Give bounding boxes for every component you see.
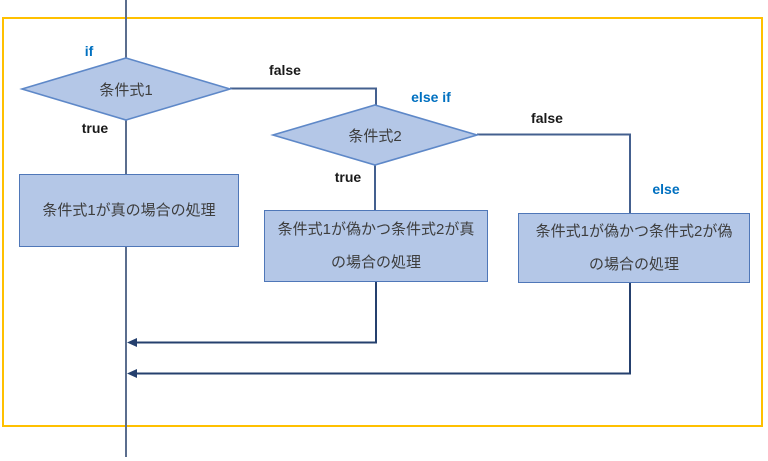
- process-elseif-box: 条件式1が偽かつ条件式2が真 の場合の処理: [264, 210, 488, 282]
- decision1-label: 条件式1: [99, 81, 153, 99]
- merge-connector-2: [130, 283, 631, 375]
- process-else-text-line1: 条件式1が偽かつ条件式2が偽: [535, 223, 733, 240]
- merge-arrowhead-2: [127, 369, 137, 378]
- false2-label: false: [531, 110, 563, 126]
- true2-label: true: [334, 169, 362, 185]
- true1-label: true: [81, 120, 109, 136]
- process-true-text: 条件式1が真の場合の処理: [42, 202, 216, 219]
- outer-frame: [2, 17, 763, 427]
- process-elseif-text-line1: 条件式1が偽かつ条件式2が真: [277, 221, 475, 238]
- process-true-box: 条件式1が真の場合の処理: [19, 174, 239, 247]
- if-label: if: [84, 43, 94, 59]
- false1-connector: [230, 87, 377, 107]
- false2-connector: [477, 133, 631, 214]
- decision2-label: 条件式2: [348, 127, 402, 145]
- process-elseif-text-line2: の場合の処理: [330, 254, 421, 271]
- process-else-text-line2: の場合の処理: [588, 256, 679, 273]
- merge-connector-1: [130, 282, 377, 344]
- elseif-label: else if: [411, 89, 451, 105]
- false1-label: false: [269, 62, 301, 78]
- decision2-shape: [270, 104, 480, 166]
- decision1-shape: [19, 57, 233, 121]
- else-label: else: [652, 181, 680, 197]
- merge-arrowhead-1: [127, 338, 137, 347]
- process-else-box: 条件式1が偽かつ条件式2が偽 の場合の処理: [518, 213, 750, 283]
